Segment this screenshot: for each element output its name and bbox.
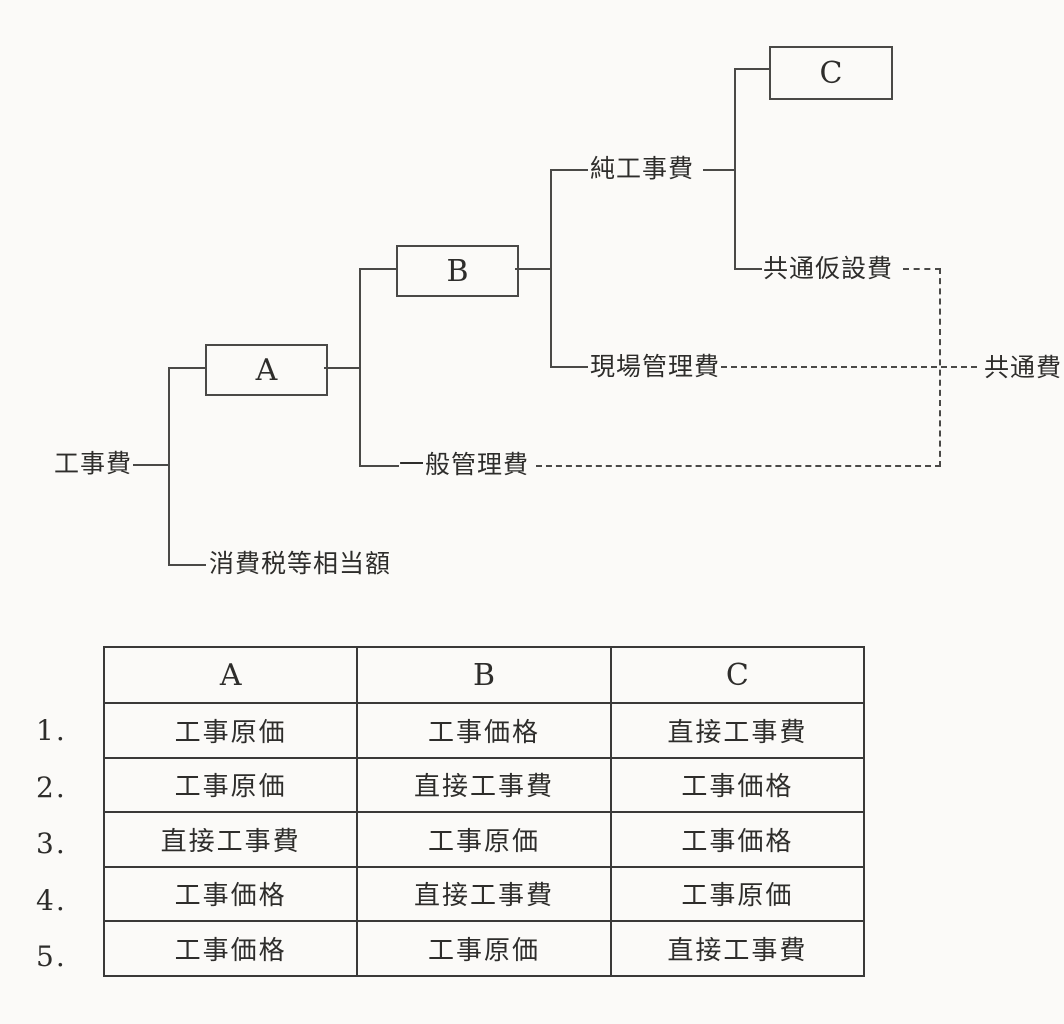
connector-to-box-a (170, 367, 205, 369)
table-row: 工事価格 工事原価 直接工事費 (102, 920, 866, 977)
label-consumption-tax-equivalent: 消費税等相当額 (209, 549, 392, 578)
connector-to-box-c (736, 68, 769, 70)
connector-to-consumption-tax (170, 564, 206, 566)
connector-net-to-junction4 (703, 169, 735, 171)
option5-cell-a: 工事価格 (102, 920, 359, 977)
label-site-management-cost: 現場管理費 (590, 352, 721, 381)
dotted-site-management-h (721, 366, 977, 368)
connector-junction4-v (734, 68, 736, 270)
label-common-temporary-cost: 共通仮設費 (763, 254, 894, 283)
box-a-label: A (255, 352, 278, 388)
option4-cell-a: 工事価格 (102, 865, 359, 922)
connector-b-to-junction3 (515, 268, 550, 270)
label-general-management-cost: 一般管理費 (399, 450, 530, 479)
option4-cell-b: 直接工事費 (356, 865, 612, 922)
connector-to-net-construction (552, 169, 588, 171)
table-row: 工事原価 工事価格 直接工事費 (102, 702, 866, 759)
table-row: 工事価格 直接工事費 工事原価 (102, 865, 866, 922)
connector-to-box-b (361, 268, 397, 270)
dotted-general-management-h (536, 465, 941, 467)
node-box-c: C (769, 46, 893, 100)
option1-cell-a: 工事原価 (102, 702, 359, 759)
node-box-b: B (396, 245, 519, 297)
connector-a-to-junction2 (324, 367, 360, 369)
header-c: C (609, 646, 866, 704)
option3-cell-a: 直接工事費 (102, 811, 359, 868)
option3-cell-b: 工事原価 (356, 811, 612, 868)
row-number-3: 3. (36, 827, 67, 860)
row-number-5: 5. (36, 940, 67, 973)
label-construction-cost: 工事費 (54, 449, 133, 478)
node-box-a: A (205, 344, 328, 396)
header-b: B (356, 646, 612, 704)
option4-cell-c: 工事原価 (609, 865, 866, 922)
row-number-1: 1. (36, 714, 67, 747)
option5-cell-b: 工事原価 (356, 920, 612, 977)
connector-to-general-management (361, 465, 399, 467)
header-a: A (102, 646, 359, 704)
option2-cell-a: 工事原価 (102, 756, 359, 813)
connector-junction3-v (550, 169, 552, 368)
option1-cell-b: 工事価格 (356, 702, 612, 759)
box-c-label: C (819, 55, 843, 91)
connector-junction1-v (168, 367, 170, 566)
row-number-2: 2. (36, 771, 67, 804)
option3-cell-c: 工事価格 (609, 811, 866, 868)
option2-cell-c: 工事価格 (609, 756, 866, 813)
option5-cell-c: 直接工事費 (609, 920, 866, 977)
option2-cell-b: 直接工事費 (356, 756, 612, 813)
label-net-construction-cost: 純工事費 (590, 154, 695, 183)
row-number-4: 4. (36, 884, 67, 917)
table-header-row: A B C (102, 646, 866, 704)
option1-cell-c: 直接工事費 (609, 702, 866, 759)
table-row: 工事原価 直接工事費 工事価格 (102, 756, 866, 813)
answer-options-table: A B C 工事原価 工事価格 直接工事費 工事原価 直接工事費 工事価格 直接… (102, 646, 866, 977)
box-b-label: B (446, 253, 469, 289)
connector-junction2-v (359, 268, 361, 467)
table-row: 直接工事費 工事原価 工事価格 (102, 811, 866, 868)
connector-to-site-management (552, 366, 588, 368)
connector-root-h (133, 464, 169, 466)
connector-to-common-temporary (736, 268, 762, 270)
dotted-common-temporary-h (903, 268, 941, 270)
label-common-cost: 共通費 (984, 353, 1063, 382)
